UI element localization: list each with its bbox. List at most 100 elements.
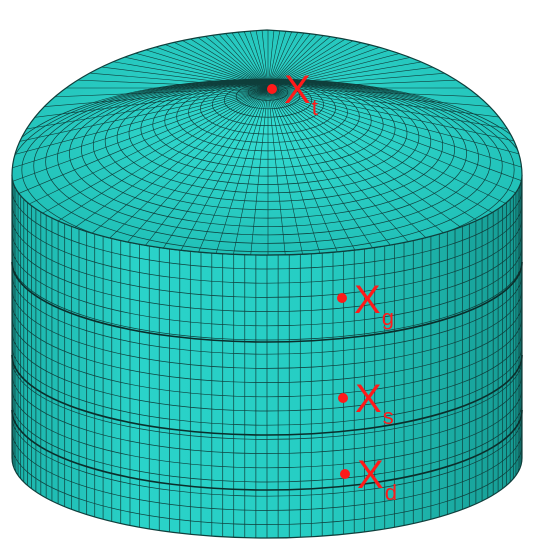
label-x-t: Xt bbox=[284, 70, 318, 119]
label-x-d: Xd bbox=[357, 455, 397, 504]
mesh-line bbox=[55, 87, 269, 223]
mesh-line bbox=[12, 259, 522, 341]
mesh-line bbox=[12, 217, 522, 298]
mesh-line bbox=[267, 87, 518, 194]
mesh-line bbox=[190, 87, 269, 255]
label-x-t-main: X bbox=[284, 68, 311, 112]
mesh-line bbox=[70, 30, 269, 89]
mesh-line bbox=[267, 30, 451, 89]
mesh-line bbox=[85, 30, 269, 89]
mesh-line bbox=[12, 345, 522, 426]
label-x-s: Xs bbox=[355, 379, 394, 428]
mesh-line bbox=[267, 87, 401, 255]
mesh-line bbox=[267, 30, 401, 89]
layer-seam-lower bbox=[11, 409, 523, 491]
mesh-line bbox=[267, 30, 481, 89]
label-x-t-sub: t bbox=[311, 95, 318, 120]
mesh-line bbox=[12, 387, 522, 469]
mesh-line bbox=[267, 30, 327, 89]
mesh-line bbox=[12, 87, 269, 162]
mesh-line bbox=[12, 401, 522, 483]
mesh-line bbox=[267, 87, 384, 255]
mesh-line bbox=[12, 87, 269, 150]
mesh-line bbox=[12, 87, 269, 138]
mesh-line bbox=[135, 30, 269, 89]
mesh-line bbox=[267, 87, 419, 253]
mesh-line bbox=[12, 430, 522, 511]
mesh-line bbox=[18, 87, 269, 194]
mesh-line bbox=[267, 30, 346, 89]
layer-seam-middle bbox=[11, 354, 523, 436]
mesh-line bbox=[267, 30, 384, 89]
mesh-line bbox=[248, 87, 269, 255]
mesh-line bbox=[12, 416, 522, 497]
mesh-line bbox=[267, 87, 522, 150]
mesh-line bbox=[12, 188, 522, 270]
mesh-line bbox=[267, 87, 481, 223]
label-x-g-sub: g bbox=[381, 305, 394, 330]
mesh-line bbox=[42, 30, 269, 89]
mesh-line bbox=[171, 30, 269, 89]
mesh-line bbox=[101, 87, 269, 247]
mesh-line bbox=[152, 30, 269, 89]
mesh-line bbox=[42, 87, 269, 214]
mesh-line bbox=[12, 203, 522, 284]
mesh-line bbox=[12, 302, 522, 383]
mesh-line bbox=[12, 330, 522, 412]
point-marker-s bbox=[338, 393, 348, 403]
mesh-line bbox=[267, 87, 327, 255]
point-marker-d bbox=[340, 469, 350, 479]
mesh-line bbox=[12, 288, 522, 369]
mesh-line bbox=[267, 30, 435, 89]
mesh-line bbox=[12, 444, 522, 525]
mesh-line bbox=[267, 87, 346, 255]
mesh-line bbox=[117, 30, 269, 89]
mesh-line bbox=[117, 87, 269, 253]
mesh-line bbox=[85, 87, 269, 239]
label-x-s-sub: s bbox=[382, 404, 394, 429]
label-x-s-main: X bbox=[355, 377, 382, 421]
mesh-line bbox=[267, 87, 435, 247]
mesh-line bbox=[12, 87, 269, 184]
mesh-line bbox=[29, 87, 269, 204]
layer-seam-upper bbox=[11, 261, 523, 343]
mesh-line bbox=[267, 30, 466, 89]
mesh-line bbox=[12, 245, 522, 327]
mesh-line bbox=[267, 87, 507, 204]
mesh-line bbox=[101, 30, 269, 89]
mesh-line bbox=[267, 87, 451, 239]
mesh-line bbox=[267, 87, 494, 214]
mesh-line bbox=[209, 30, 269, 89]
mesh-line bbox=[209, 87, 269, 255]
mesh-line bbox=[12, 274, 522, 355]
mesh-line bbox=[267, 30, 288, 89]
mesh-line bbox=[267, 30, 365, 89]
mesh-line bbox=[190, 30, 269, 89]
mesh-line bbox=[248, 30, 269, 89]
label-x-g-main: X bbox=[354, 278, 381, 322]
mesh-line bbox=[228, 30, 269, 89]
mesh-line bbox=[135, 87, 269, 255]
mesh-line bbox=[267, 87, 522, 162]
label-x-g: Xg bbox=[354, 280, 394, 329]
mesh-line bbox=[12, 373, 522, 454]
mesh-line bbox=[267, 87, 466, 232]
mesh-line bbox=[12, 316, 522, 398]
mesh-line bbox=[171, 87, 269, 255]
label-x-d-sub: d bbox=[384, 480, 397, 505]
mesh-line bbox=[267, 30, 494, 89]
mesh-line bbox=[228, 87, 269, 255]
point-marker-t bbox=[267, 84, 277, 94]
mesh-line bbox=[267, 87, 288, 255]
mesh-line bbox=[267, 87, 365, 255]
mesh-line bbox=[267, 87, 308, 255]
mesh-line bbox=[12, 359, 522, 440]
mesh-line bbox=[267, 87, 522, 184]
mesh-line bbox=[12, 231, 522, 312]
mesh-line bbox=[55, 30, 269, 89]
side-mesh-grid bbox=[12, 176, 522, 538]
mesh-line bbox=[267, 30, 308, 89]
mesh-line bbox=[267, 87, 522, 173]
mesh-line bbox=[70, 87, 269, 232]
